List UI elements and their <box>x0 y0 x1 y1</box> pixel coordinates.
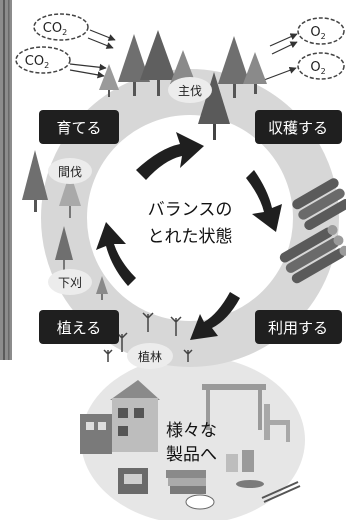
center-title-line-2: とれた状態 <box>148 227 233 247</box>
stove-illustration <box>118 468 148 494</box>
svg-text:収穫する: 収穫する <box>268 119 328 137</box>
products-line-1: 様々な <box>166 421 217 441</box>
gas-flow-arrows <box>69 29 298 81</box>
svg-text:CO2: CO2 <box>25 54 49 70</box>
svg-text:O2: O2 <box>310 25 325 41</box>
co2-cloud-lower: CO2 <box>15 46 71 74</box>
tableware-illustration <box>226 450 301 503</box>
stage-use: 利用する <box>255 310 342 344</box>
svg-text:間伐: 間伐 <box>58 165 82 179</box>
weeding-label: 下刈 <box>48 269 92 295</box>
products-line-2: 製品へ <box>166 445 217 465</box>
paper-stack-illustration <box>166 470 215 510</box>
svg-text:下刈: 下刈 <box>58 276 82 290</box>
arrow-harvest-to-use <box>246 170 282 232</box>
young-forest <box>22 150 108 300</box>
seedlings <box>103 312 193 362</box>
svg-text:O2: O2 <box>310 60 325 76</box>
arrow-use-to-plant <box>190 292 240 340</box>
svg-text:育てる: 育てる <box>56 119 101 137</box>
main-cut-label: 主伐 <box>168 77 212 103</box>
planting-label: 植林 <box>127 343 173 369</box>
o2-cloud-upper: O2 <box>297 17 345 45</box>
table-illustration <box>202 384 266 430</box>
stage-grow: 育てる <box>39 110 119 144</box>
co2-cloud-upper: CO2 <box>33 13 89 41</box>
arrow-grow-to-harvest <box>136 132 204 180</box>
svg-text:植林: 植林 <box>138 349 162 364</box>
center-title-line-1: バランスの <box>148 200 233 220</box>
svg-text:植える: 植える <box>57 319 102 337</box>
stage-plant: 植える <box>39 310 119 344</box>
house-illustration <box>80 380 160 454</box>
stage-harvest: 収穫する <box>255 110 342 144</box>
harvested-logs <box>279 178 346 284</box>
svg-text:CO2: CO2 <box>43 21 67 37</box>
o2-cloud-lower: O2 <box>297 52 345 80</box>
svg-text:利用する: 利用する <box>268 319 328 337</box>
thinning-label: 間伐 <box>48 158 92 184</box>
photo-strip <box>0 0 12 360</box>
arrow-plant-to-grow <box>96 222 136 286</box>
chair-illustration <box>264 404 290 442</box>
cycle-arrows <box>96 132 282 340</box>
svg-text:主伐: 主伐 <box>178 84 202 98</box>
